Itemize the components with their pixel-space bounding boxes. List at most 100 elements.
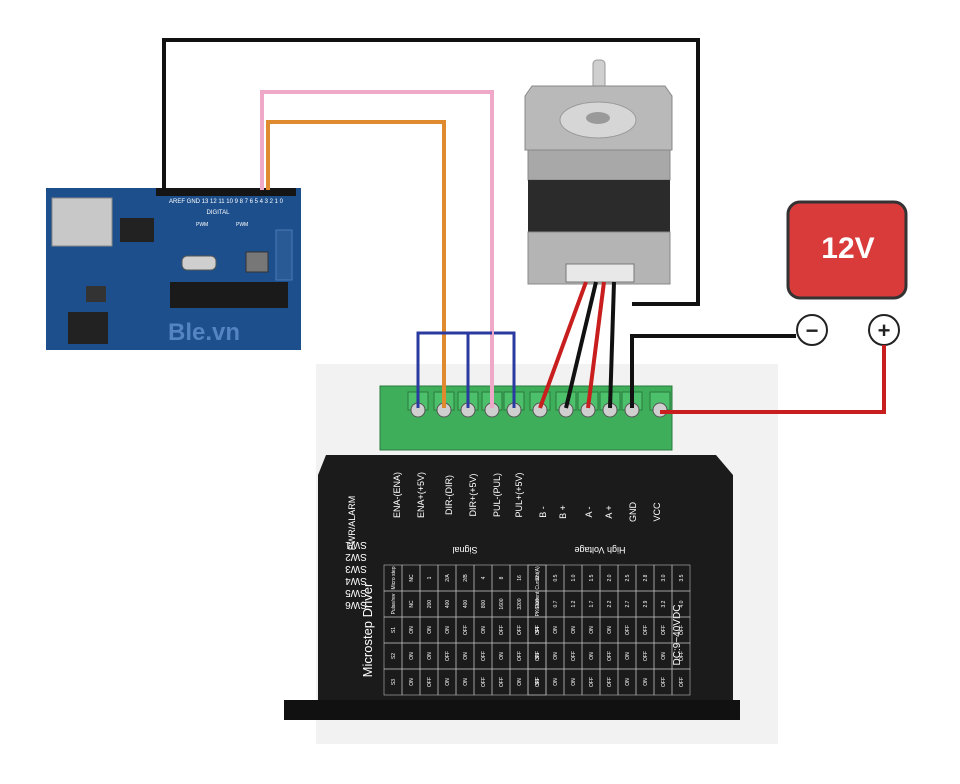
table-cell-text: S2 <box>391 653 397 659</box>
table-cell-text: OFF <box>679 625 685 635</box>
table-cell-text: ON <box>445 626 451 634</box>
table-cell-text: 2.0 <box>607 574 613 581</box>
table-cell-text: OFF <box>481 677 487 687</box>
table-cell-text: 1.7 <box>589 600 595 607</box>
table-cell-text: ON <box>517 678 523 686</box>
table-cell-text: ON <box>481 626 487 634</box>
table-cell-text: ON <box>409 652 415 660</box>
watermark: Ble.vn <box>168 319 240 346</box>
switch-label: SW2 <box>345 551 367 562</box>
table-cell-text: S1 <box>391 627 397 633</box>
table-cell-text: 1.5 <box>589 574 595 581</box>
table-cell-text: ON <box>571 626 577 634</box>
microcontroller-chip <box>170 282 288 308</box>
psu-box <box>786 200 908 300</box>
digital-label: DIGITAL <box>207 210 231 216</box>
motor-body-middle <box>528 180 670 232</box>
table-cell-text: ON <box>409 678 415 686</box>
table-cell-text: ON <box>553 652 559 660</box>
table-cell-text: PK Current <box>535 591 541 616</box>
pwm-label-2: PWM <box>236 222 248 228</box>
wire-orange-dir <box>266 120 446 408</box>
table-cell-text: NC <box>409 574 415 582</box>
table-cell-text: 2/B <box>463 574 469 582</box>
microstep-driver: ENA-(ENA)ENA+(+5V)DIR-(DIR)DIR+(+5V)PUL-… <box>284 364 778 744</box>
table-cell-text: Micro step <box>391 566 397 589</box>
driver-base-plate <box>284 700 740 720</box>
motor-body-upper <box>527 149 671 181</box>
usb-chip <box>120 218 154 242</box>
power-group-label: High Voltage <box>574 545 625 555</box>
signal-terminal-label: PUL-(PUL) <box>492 473 502 517</box>
table-cell-text: 2.9 <box>643 600 649 607</box>
table-cell-text: OFF <box>481 651 487 661</box>
table-cell-text: 1600 <box>499 598 505 609</box>
wires <box>162 38 886 414</box>
table-cell-text: 4.0 <box>679 600 685 607</box>
switch-label: SW4 <box>345 575 367 586</box>
table-cell-text: OFF <box>463 625 469 635</box>
table-cell-text: OFF <box>607 651 613 661</box>
table-cell-text: OFF <box>643 625 649 635</box>
table-cell-text: OFF <box>499 677 505 687</box>
table-cell-text: S6 <box>535 679 541 685</box>
table-cell-text: ON <box>571 678 577 686</box>
table-cell-text: OFF <box>589 677 595 687</box>
table-cell-text: ON <box>427 652 433 660</box>
table-cell-text: OFF <box>517 625 523 635</box>
switch-label: SW5 <box>345 587 367 598</box>
arduino-board: AREF GND 13 12 11 10 9 8 7 6 5 4 3 2 1 0… <box>46 188 301 350</box>
table-cell-text: S5 <box>535 653 541 659</box>
table-cell-text: ON <box>589 652 595 660</box>
signal-terminal-label: DIR-(DIR) <box>444 475 454 515</box>
wire-black-arduino-gnd <box>162 38 700 306</box>
table-cell-text: ON <box>643 678 649 686</box>
table-cell-text: OFF <box>517 651 523 661</box>
pwr-alarm-label: PWR/ALARM <box>347 496 357 551</box>
table-cell-text: 6400 <box>535 598 541 609</box>
current-table: Current(A)PK CurrentS4S5S60.50.7ONONON1.… <box>527 564 691 696</box>
table-cell-text: 0.7 <box>553 600 559 607</box>
voltage-label: DC:9~40VDC <box>672 605 683 666</box>
table-cell-text: OFF <box>643 651 649 661</box>
psu-negative-symbol: − <box>806 318 819 343</box>
table-cell-text: Current(A) <box>535 566 541 590</box>
table-cell-text: ON <box>625 652 631 660</box>
table-cell-text: ON <box>661 652 667 660</box>
wire-motor-a-neg <box>586 281 606 409</box>
crystal <box>181 255 217 271</box>
table-cell-text: OFF <box>679 651 685 661</box>
table-cell-text: S4 <box>535 627 541 633</box>
power-terminal-label: GND <box>628 502 638 523</box>
table-cell-text: ON <box>463 652 469 660</box>
table-cell-text: OFF <box>535 651 541 661</box>
table-cell-text: 1 <box>427 576 433 579</box>
table-cell-text: 16 <box>517 575 523 581</box>
table-cell-text: ON <box>445 678 451 686</box>
table-cell-text: OFF <box>661 625 667 635</box>
table-cell-text: 400 <box>463 600 469 609</box>
wire-red-psu-vcc <box>660 345 886 414</box>
table-cell <box>671 668 691 696</box>
table-cell-text: 400 <box>445 600 451 609</box>
table-cell-text: Pulse/rev <box>391 593 397 614</box>
wire-motor-a-pos <box>608 281 616 409</box>
driver-body <box>318 455 733 705</box>
table-cell-text: 1.0 <box>571 574 577 581</box>
psu-positive-symbol: + <box>878 318 891 343</box>
wire-motor-b-pos <box>564 281 598 409</box>
power-supply: 12V − + <box>786 200 908 346</box>
table-cell-text: ON <box>625 678 631 686</box>
table-cell-text: ON <box>553 626 559 634</box>
signal-terminal-label: PUL+(+5V) <box>514 472 524 517</box>
power-jack <box>68 312 108 344</box>
table-cell-text: OFF <box>499 625 505 635</box>
table-cell-text: OFF <box>535 625 541 635</box>
switch-label: SW6 <box>345 599 367 610</box>
table-cell-text: ON <box>499 652 505 660</box>
switch-label: SW1 <box>345 539 367 550</box>
header-labels: AREF GND 13 12 11 10 9 8 7 6 5 4 3 2 1 0 <box>169 199 284 205</box>
table-cell-text: 2.2 <box>607 600 613 607</box>
table-cell-text: ON <box>463 678 469 686</box>
pwm-label-1: PWM <box>196 222 208 228</box>
